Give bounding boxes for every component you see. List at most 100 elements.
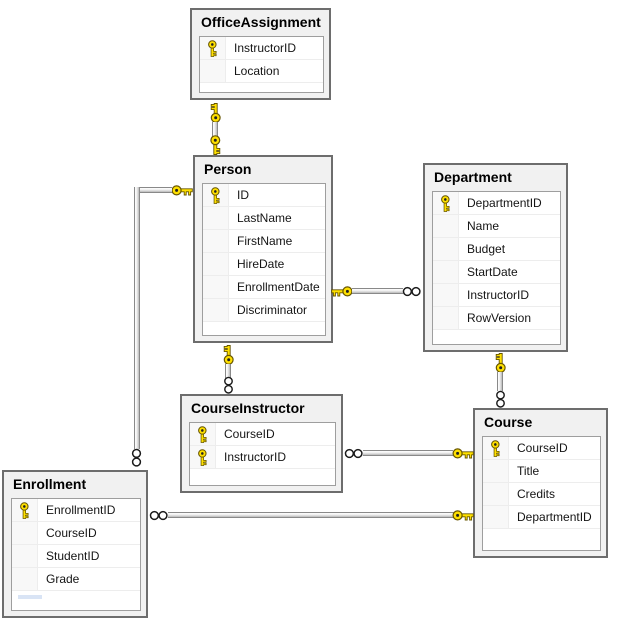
column-icon-blank — [203, 253, 229, 275]
column-row-instructorid[interactable]: InstructorID — [190, 446, 335, 469]
column-row-enrollmentdate[interactable]: EnrollmentDate — [203, 276, 325, 299]
column-grid: ID LastName FirstName HireDate Enrollmen… — [202, 183, 326, 336]
column-row-departmentid[interactable]: DepartmentID — [433, 192, 560, 215]
table-title-courseinstructor[interactable]: CourseInstructor — [191, 400, 305, 416]
column-row-discriminator[interactable]: Discriminator — [203, 299, 325, 322]
primary-key-icon — [200, 37, 226, 59]
column-row-instructorid[interactable]: InstructorID — [433, 284, 560, 307]
infinity-many-icon — [131, 448, 142, 467]
relationship-line[interactable] — [168, 512, 454, 518]
column-row-instructorid[interactable]: InstructorID — [200, 37, 323, 60]
column-row-id[interactable]: ID — [203, 184, 325, 207]
key-one-icon — [452, 448, 474, 459]
relationship-line[interactable] — [352, 288, 403, 294]
column-row-departmentid[interactable]: DepartmentID — [483, 506, 600, 529]
infinity-many-icon — [496, 390, 505, 408]
table-courseinstructor[interactable]: CourseInstructor CourseID InstructorID — [180, 394, 343, 493]
column-row-rowversion[interactable]: RowVersion — [433, 307, 560, 330]
column-row-courseid[interactable]: CourseID — [483, 437, 600, 460]
column-icon-blank — [433, 261, 459, 283]
table-enrollment[interactable]: Enrollment EnrollmentID CourseID Student… — [2, 470, 148, 618]
column-icon-blank — [203, 299, 229, 321]
column-name: CourseID — [517, 441, 568, 455]
column-name: CourseID — [224, 427, 275, 441]
relationship-line[interactable] — [134, 187, 140, 449]
table-officeassignment[interactable]: OfficeAssignment InstructorID Location — [190, 8, 331, 100]
table-course[interactable]: Course CourseID Title Credits Department… — [473, 408, 608, 558]
table-title-course[interactable]: Course — [484, 414, 533, 430]
infinity-many-icon — [344, 448, 363, 459]
table-title-person[interactable]: Person — [204, 161, 252, 177]
column-row-credits[interactable]: Credits — [483, 483, 600, 506]
column-name: Grade — [46, 572, 80, 586]
table-department[interactable]: Department DepartmentID Name Budget Star… — [423, 163, 568, 352]
table-title-officeassignment[interactable]: OfficeAssignment — [201, 14, 321, 30]
column-row-firstname[interactable]: FirstName — [203, 230, 325, 253]
column-icon-blank — [433, 284, 459, 306]
column-row-studentid[interactable]: StudentID — [12, 545, 140, 568]
primary-key-icon — [483, 437, 509, 459]
new-row-indicator — [18, 595, 42, 599]
infinity-many-icon — [402, 286, 421, 297]
column-name: LastName — [237, 211, 292, 225]
column-name: InstructorID — [234, 41, 297, 55]
key-one-icon — [495, 353, 506, 373]
relationship-line[interactable] — [212, 122, 218, 137]
column-row-enrollmentid[interactable]: EnrollmentID — [12, 499, 140, 522]
primary-key-icon — [190, 423, 216, 445]
column-icon-blank — [483, 483, 509, 505]
relationship-line[interactable] — [363, 450, 453, 456]
key-one-icon — [452, 510, 474, 521]
column-name: EnrollmentID — [46, 503, 116, 517]
column-name: Name — [467, 219, 500, 233]
column-grid: CourseID InstructorID — [189, 422, 336, 486]
column-icon-blank — [203, 230, 229, 252]
column-row-name[interactable]: Name — [433, 215, 560, 238]
column-icon-blank — [12, 545, 38, 567]
relationship-line[interactable] — [134, 187, 172, 193]
relationship-line[interactable] — [225, 364, 231, 378]
column-name: ID — [237, 188, 249, 202]
column-icon-blank — [483, 506, 509, 528]
column-row-lastname[interactable]: LastName — [203, 207, 325, 230]
column-row-title[interactable]: Title — [483, 460, 600, 483]
column-name: FirstName — [237, 234, 293, 248]
column-name: Budget — [467, 242, 506, 256]
column-row-courseid[interactable]: CourseID — [190, 423, 335, 446]
column-name: Discriminator — [237, 303, 308, 317]
column-name: CourseID — [46, 526, 97, 540]
column-icon-blank — [433, 238, 459, 260]
column-row-courseid[interactable]: CourseID — [12, 522, 140, 545]
column-icon-blank — [203, 276, 229, 298]
column-icon-blank — [12, 522, 38, 544]
primary-key-icon — [12, 499, 38, 521]
column-name: EnrollmentDate — [237, 280, 320, 294]
column-grid: CourseID Title Credits DepartmentID — [482, 436, 601, 551]
column-row-location[interactable]: Location — [200, 60, 323, 83]
column-row-startdate[interactable]: StartDate — [433, 261, 560, 284]
key-one-icon — [171, 185, 193, 196]
relationship-line[interactable] — [497, 372, 503, 391]
table-title-department[interactable]: Department — [434, 169, 512, 185]
column-name: Location — [234, 64, 280, 78]
column-name: HireDate — [237, 257, 285, 271]
column-icon-blank — [483, 460, 509, 482]
column-icon-blank — [203, 207, 229, 229]
column-name: Credits — [517, 487, 556, 501]
key-one-icon — [210, 135, 221, 155]
column-name: RowVersion — [467, 311, 532, 325]
column-name: InstructorID — [224, 450, 287, 464]
column-grid: InstructorID Location — [199, 36, 324, 93]
column-name: StartDate — [467, 265, 518, 279]
column-row-budget[interactable]: Budget — [433, 238, 560, 261]
column-icon-blank — [433, 307, 459, 329]
table-person[interactable]: Person ID LastName FirstName HireDate En… — [193, 155, 333, 343]
table-title-enrollment[interactable]: Enrollment — [13, 476, 87, 492]
key-one-icon — [210, 103, 221, 123]
primary-key-icon — [203, 184, 229, 206]
column-icon-blank — [200, 60, 226, 82]
column-row-hiredate[interactable]: HireDate — [203, 253, 325, 276]
column-name: DepartmentID — [467, 196, 542, 210]
column-row-grade[interactable]: Grade — [12, 568, 140, 591]
primary-key-icon — [433, 192, 459, 214]
